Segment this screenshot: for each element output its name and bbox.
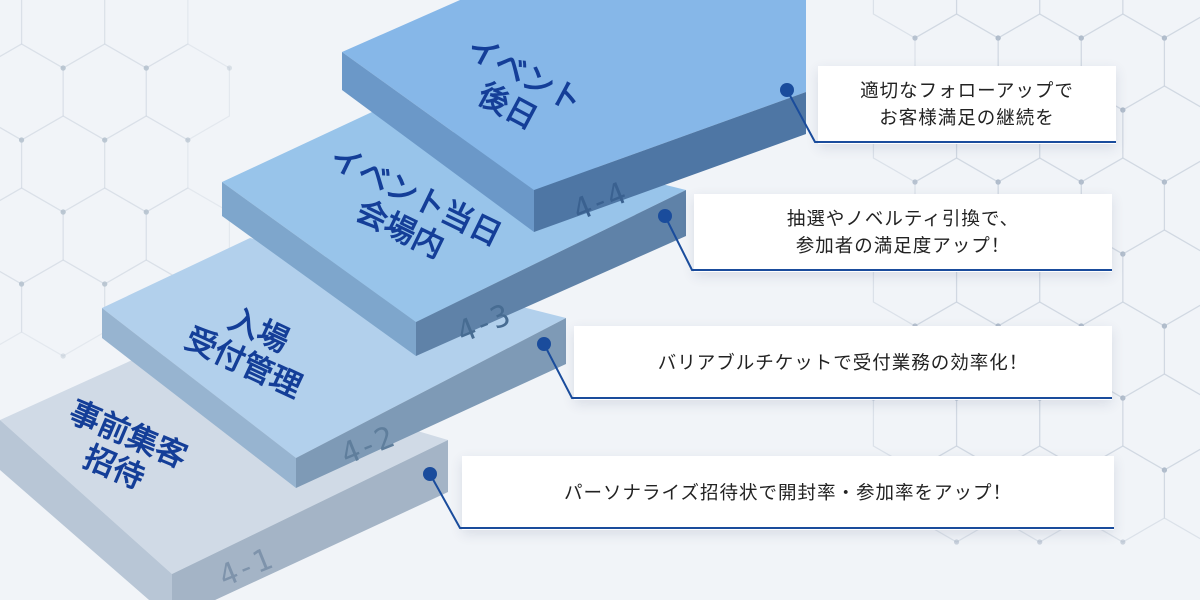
step-4-4-top xyxy=(342,0,806,190)
network-left-node xyxy=(18,281,25,287)
callout-4-4: 適切なフォローアップで お客様満足の継続を xyxy=(818,66,1116,144)
network-left-node xyxy=(143,209,149,215)
network-left-node xyxy=(143,65,149,71)
network-left-node xyxy=(60,353,66,359)
network-left-node xyxy=(60,209,66,215)
callout-4-4-line: 適切なフォローアップで xyxy=(860,81,1074,102)
callout-4-4-text: 適切なフォローアップで お客様満足の継続を xyxy=(860,78,1074,132)
callout-4-3-line: 参加者の満足度アップ！ xyxy=(795,236,1011,257)
network-right-node xyxy=(1161,467,1168,473)
network-left-hexagon xyxy=(0,187,64,285)
network-right-node xyxy=(1161,323,1168,329)
network-left-node xyxy=(102,281,108,287)
leader-line-4-2 xyxy=(543,343,1112,399)
network-left-node xyxy=(185,137,191,143)
leader-dot-4-2 xyxy=(537,337,551,351)
network-right-node xyxy=(1078,179,1084,185)
network-left-node xyxy=(143,65,149,71)
network-left-node xyxy=(102,137,108,143)
network-left-node xyxy=(18,281,25,287)
network-left-node xyxy=(102,281,108,287)
network-right-node xyxy=(995,179,1001,185)
network-right-node xyxy=(1037,539,1043,545)
network-right-node xyxy=(1120,251,1126,257)
step-4-1-front xyxy=(172,440,448,600)
network-left-node xyxy=(60,209,66,215)
network-left-hexagon xyxy=(20,115,106,213)
callout-4-2: バリアブルチケットで受付業務の効率化！ xyxy=(574,326,1112,400)
network-left-node xyxy=(60,65,66,71)
leader-dot-4-1 xyxy=(423,467,437,481)
callout-4-2-text: バリアブルチケットで受付業務の効率化！ xyxy=(658,350,1029,377)
network-left-node xyxy=(143,65,149,71)
step-4-3-front xyxy=(416,190,686,356)
network-left-hexagon xyxy=(0,43,64,141)
network-left-node xyxy=(143,209,149,215)
callout-4-1: パーソナライズ招待状で開封率・参加率をアップ！ xyxy=(462,456,1114,530)
callout-4-4-line: お客様満足の継続を xyxy=(879,108,1055,129)
network-left-node xyxy=(18,137,25,143)
network-left-node xyxy=(60,65,66,71)
step-4-3-side xyxy=(222,182,416,356)
leader-line-4-4 xyxy=(786,89,1116,143)
network-right-node xyxy=(1078,35,1084,41)
callout-4-3: 抽選やノベルティ引換で、 参加者の満足度アップ！ xyxy=(694,194,1112,272)
step-4-2-side xyxy=(102,308,296,488)
callout-4-2-line: バリアブルチケットで受付業務の効率化！ xyxy=(657,352,1029,374)
network-left-node xyxy=(60,209,66,215)
network-left-hexagon xyxy=(104,0,189,69)
network-left-node xyxy=(102,137,108,143)
leader-dot-4-3 xyxy=(658,209,672,223)
network-right-node xyxy=(912,35,918,41)
network-left-hexagon xyxy=(0,270,23,346)
network-left-hexagon xyxy=(20,0,106,69)
network-left-node xyxy=(18,137,25,143)
network-right-node xyxy=(1120,539,1126,545)
network-right-node xyxy=(1120,107,1126,113)
leader-line-4-3 xyxy=(664,215,1112,271)
network-left-node xyxy=(18,281,25,287)
callout-4-1-line: パーソナライズ招待状で開封率・参加率をアップ！ xyxy=(564,482,1012,504)
leader-dot-4-4 xyxy=(780,83,794,97)
callout-4-1-text: パーソナライズ招待状で開封率・参加率をアップ！ xyxy=(564,480,1012,507)
callout-4-3-text: 抽選やノベルティ引換で、 参加者の満足度アップ！ xyxy=(787,206,1019,260)
network-left-node xyxy=(226,65,233,71)
network-left-hexagon xyxy=(0,126,23,202)
callout-4-3-line: 抽選やノベルティ引換で、 xyxy=(786,209,1020,230)
network-right-node xyxy=(912,179,918,185)
network-left-hexagon xyxy=(62,43,147,141)
leader-line-4-1 xyxy=(429,473,1114,529)
network-left-node xyxy=(102,137,108,143)
network-right-node xyxy=(1161,179,1168,185)
network-left-node xyxy=(143,209,149,215)
step-4-1-side xyxy=(0,420,172,600)
network-left-hexagon xyxy=(145,43,231,141)
network-right-node xyxy=(1161,35,1168,41)
network-left-hexagon xyxy=(0,0,23,58)
network-right-node xyxy=(995,35,1001,41)
step-4-2-front xyxy=(296,318,566,488)
network-left-hexagon xyxy=(104,115,189,213)
step-4-4-side xyxy=(342,52,534,232)
network-left-node xyxy=(18,137,25,143)
network-left-node xyxy=(185,137,191,143)
network-left-node xyxy=(60,65,66,71)
network-left-hexagon xyxy=(62,187,147,285)
step-4-4-front xyxy=(534,92,806,232)
network-right-hexagon xyxy=(1163,448,1200,540)
network-right-node xyxy=(953,539,960,545)
network-right-node xyxy=(1120,395,1126,401)
network-left-node xyxy=(102,281,108,287)
